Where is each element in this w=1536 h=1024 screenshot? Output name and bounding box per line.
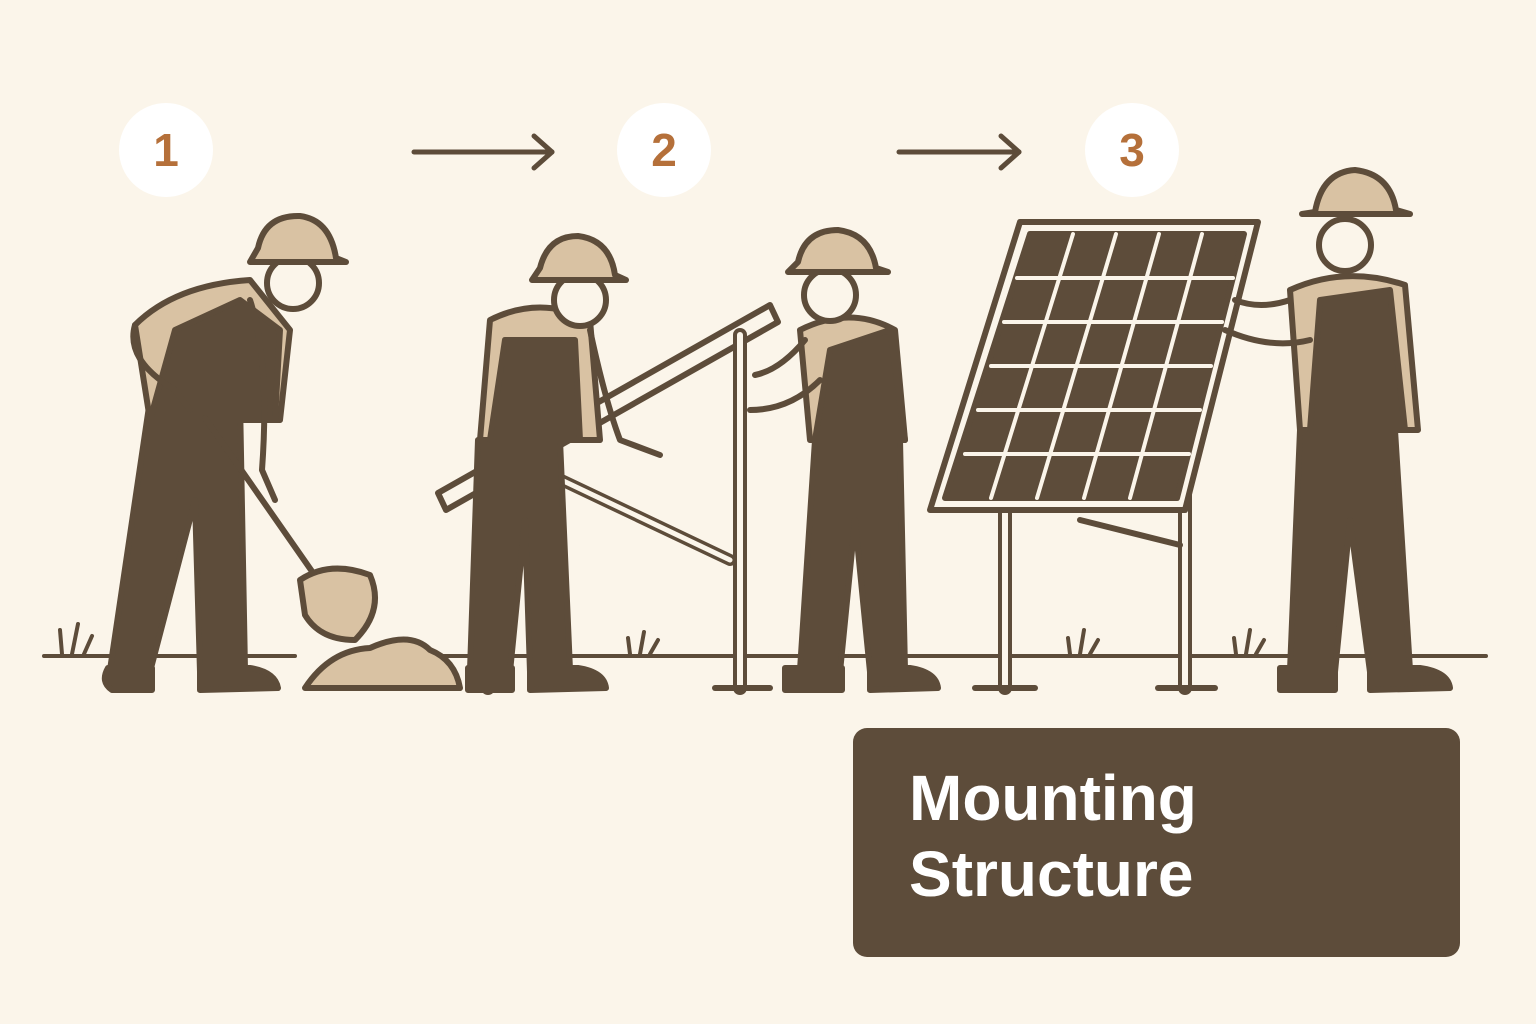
caption-line-2: Structure <box>909 838 1194 910</box>
arrow-1-icon <box>411 133 555 171</box>
step-1-badge: 1 <box>119 103 213 197</box>
digging-worker-icon <box>101 212 463 693</box>
frame-assembly-icon <box>435 227 941 695</box>
panel-install-icon <box>927 167 1453 695</box>
step-3-badge: 3 <box>1085 103 1179 197</box>
caption-line-1: Mounting <box>909 762 1197 834</box>
step-2-badge: 2 <box>617 103 711 197</box>
grass-icon <box>58 622 1266 656</box>
caption-box: Mounting Structure <box>853 728 1460 957</box>
arrow-2-icon <box>896 133 1022 171</box>
